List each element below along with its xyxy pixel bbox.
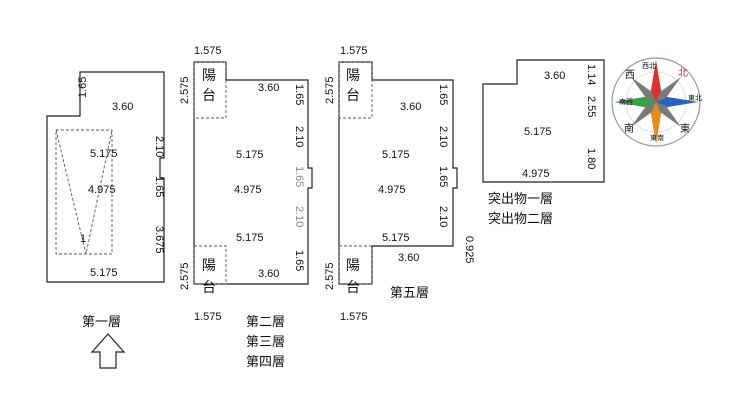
compass-label-south: 南 xyxy=(624,122,634,135)
roof-structure-plan: 3.60 1.14 2.55 5.175 1.80 4.975 突出物一層 突出… xyxy=(482,59,605,226)
dim-roof-top: 3.60 xyxy=(544,70,565,82)
compass-label-southeast: 東南 xyxy=(650,133,664,142)
dim-f1-right-1: 2.10 xyxy=(153,136,165,157)
compass-label-northwest: 西北 xyxy=(642,62,656,70)
dim-f1-right-3: 3.675 xyxy=(153,226,165,254)
compass-needle-southwest xyxy=(631,102,656,127)
floor-1-outline xyxy=(46,71,165,283)
floor-1-label: 第一層 xyxy=(82,314,121,329)
compass-needle-northwest xyxy=(631,77,656,102)
dim-f1-width-1: 5.175 xyxy=(90,148,118,160)
dim-f5-left-bottom: 2.575 xyxy=(324,262,336,290)
dim-f2-left-bottom: 2.575 xyxy=(179,262,191,290)
dim-f1-bottom: 5.175 xyxy=(90,267,118,279)
dim-f5-bottom-balcony: 1.575 xyxy=(340,311,368,323)
dim-f2-right-5: 1.65 xyxy=(293,250,305,271)
dim-f1-right-2: 1.65 xyxy=(153,176,165,197)
floor-2-balcony-bottom-char-2: 台 xyxy=(202,279,216,295)
floor-2-balcony-top-char-1: 陽 xyxy=(202,67,216,83)
dim-f2-left-top: 2.575 xyxy=(179,76,191,104)
dim-f2-right-3: 1.65 xyxy=(293,166,305,187)
dim-f1-stair-note: 1 xyxy=(80,233,86,245)
floor-5-balcony-top xyxy=(338,61,373,119)
floor-2-balcony-top xyxy=(193,61,227,119)
dim-f5-width-3: 5.175 xyxy=(382,232,410,244)
compass-needle-west xyxy=(614,96,656,108)
up-arrow-icon xyxy=(90,333,126,369)
roof-outline xyxy=(482,59,605,183)
floor-5-balcony-bottom-char-1: 陽 xyxy=(346,257,360,273)
roof-label-1: 突出物一層 xyxy=(488,191,553,206)
dim-f2-bottom-balcony: 1.575 xyxy=(194,311,222,323)
dim-roof-width-2: 4.975 xyxy=(522,168,550,180)
dim-f5-bottom: 3.60 xyxy=(398,252,419,264)
floor-1-plan: 1.65 3.60 2.10 5.175 1.65 4.975 3.675 1 … xyxy=(46,71,165,329)
compass-label-southwest: 南西 xyxy=(619,97,633,106)
dim-f2-right-2: 2.10 xyxy=(293,126,305,147)
dim-roof-right-1: 1.14 xyxy=(585,64,597,85)
dim-f2-top: 3.60 xyxy=(258,82,279,94)
compass-rose-icon: 北 西北 西 東北 東 南西 南 東南 xyxy=(611,57,702,147)
dim-f5-right-2: 2.10 xyxy=(437,126,449,147)
dim-f2-right-1: 1.65 xyxy=(293,84,305,105)
dim-f1-top: 3.60 xyxy=(112,101,133,113)
dim-f2-top-balcony: 1.575 xyxy=(194,45,222,57)
floor-5-balcony-top-char-2: 台 xyxy=(346,87,360,103)
dim-f5-width-2: 4.975 xyxy=(378,184,406,196)
dim-f5-left-top: 2.575 xyxy=(324,76,336,104)
floor-2-balcony-bottom-char-1: 陽 xyxy=(202,257,216,273)
dim-roof-width-1: 5.175 xyxy=(524,126,552,138)
dim-roof-right-3: 1.80 xyxy=(585,148,597,169)
floor-2-balcony-bottom xyxy=(193,245,227,285)
floor-5-label: 第五層 xyxy=(390,285,429,300)
dim-f2-width-1: 5.175 xyxy=(236,149,264,161)
floor-4-label: 第四層 xyxy=(246,354,285,369)
dim-f5-top: 3.60 xyxy=(400,101,421,113)
compass-needle-southeast xyxy=(656,102,681,127)
roof-label-2: 突出物二層 xyxy=(488,211,553,226)
floor-5-balcony-bottom xyxy=(338,245,373,285)
compass-label-west: 西 xyxy=(625,70,635,81)
dim-f2-width-3: 5.175 xyxy=(236,232,264,244)
dim-f1-width-2: 4.975 xyxy=(88,184,116,196)
dim-f5-right-4: 2.10 xyxy=(437,206,449,227)
dim-f5-width-1: 5.175 xyxy=(382,149,410,161)
dim-f2-bottom: 3.60 xyxy=(258,268,279,280)
dim-roof-right-2: 2.55 xyxy=(585,96,597,117)
compass-needle-south xyxy=(650,102,662,144)
floor-5-balcony-bottom-char-2: 台 xyxy=(346,279,360,295)
dim-f1-left-top: 1.65 xyxy=(77,77,89,98)
floor-1-stair-lines xyxy=(55,129,113,255)
dim-f5-top-balcony: 1.575 xyxy=(340,45,368,57)
floor-2-label: 第二層 xyxy=(246,314,285,329)
compass-label-northeast: 東北 xyxy=(688,93,702,102)
floor-5-balcony-top-char-1: 陽 xyxy=(346,67,360,83)
dim-f2-right-4: 2.10 xyxy=(293,206,305,227)
compass-label-north: 北 xyxy=(678,67,688,79)
dim-f5-right-1: 1.65 xyxy=(437,84,449,105)
dim-f2-width-2: 4.975 xyxy=(234,184,262,196)
floor-2-balcony-top-char-2: 台 xyxy=(202,87,216,103)
floor-2-4-plan: 陽 台 陽 台 1.575 2.575 3.60 1.65 2.10 5.175… xyxy=(179,45,313,369)
dim-f5-right-3: 1.65 xyxy=(437,166,449,187)
floor-1-stair-area xyxy=(55,129,113,255)
compass-needle-northeast xyxy=(656,77,681,102)
dim-f5-right-5: 0.925 xyxy=(463,236,475,264)
floor-5-plan: 陽 台 陽 台 1.575 2.575 3.60 1.65 2.10 5.175… xyxy=(324,45,475,323)
compass-needle-east xyxy=(656,96,698,108)
compass-label-east: 東 xyxy=(680,122,690,135)
floor-3-label: 第三層 xyxy=(246,334,285,349)
floor-2-outline xyxy=(193,61,313,285)
compass-needle-north xyxy=(650,60,662,102)
